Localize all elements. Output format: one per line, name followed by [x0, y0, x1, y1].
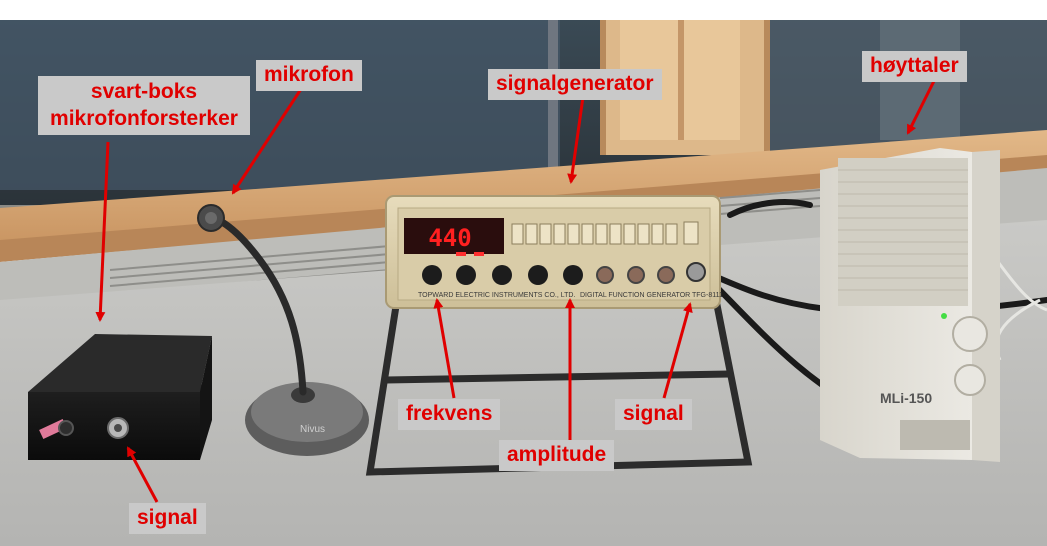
label-blackbox-line2: mikrofonforsterker: [50, 107, 238, 130]
microphone-device: Nivus: [197, 204, 369, 456]
generator-knobs: [422, 262, 706, 285]
label-signal-output: signal: [615, 399, 692, 430]
power-button-icon: [954, 364, 986, 396]
frequency-display: [404, 218, 504, 254]
window-sill: [0, 130, 1047, 246]
speaker-model-text: MLi-150: [880, 390, 932, 406]
label-speaker: høyttaler: [862, 51, 967, 82]
display-value: 440: [428, 224, 471, 252]
generator-brand-text: TOPWARD ELECTRIC INSTRUMENTS CO., LTD.: [418, 292, 575, 299]
label-blackbox-line1: svart-boks: [90, 80, 198, 103]
range-buttons: [511, 221, 699, 245]
label-amplitude: amplitude: [499, 440, 615, 471]
volume-knob-icon: [952, 316, 988, 352]
label-signal-blackbox: signal: [129, 503, 206, 534]
generator-model-text: DIGITAL FUNCTION GENERATOR TFG-8111: [580, 292, 723, 299]
label-blackbox-amplifier: svart-boks mikrofonforsterker: [38, 76, 250, 135]
label-frequency: frekvens: [398, 399, 501, 430]
label-microphone: mikrofon: [256, 60, 362, 91]
signal-generator-device: 440: [385, 195, 723, 309]
blackbox-amplifier: [28, 334, 212, 460]
speaker-device: MLi-150: [820, 148, 1000, 462]
microphone-brand: Nivus: [300, 424, 325, 435]
label-signal-generator: signalgenerator: [488, 69, 662, 100]
